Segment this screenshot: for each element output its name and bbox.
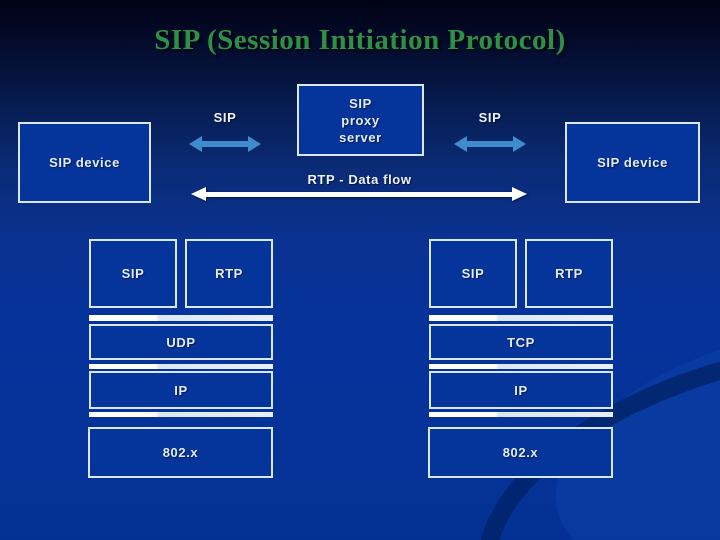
protocol-stack-right: SIP RTP TCP IP 802.x	[428, 239, 613, 478]
stack-left-udp-box: UDP	[89, 324, 273, 360]
divider-bar	[89, 315, 273, 321]
stack-right-rtp-label: RTP	[555, 266, 583, 281]
stack-right-802x-label: 802.x	[502, 445, 539, 460]
stack-left-rtp-label: RTP	[215, 266, 243, 281]
arrow-head-icon	[454, 136, 467, 152]
sip-arrow-right-icon	[454, 136, 526, 152]
arrow-head-icon	[191, 187, 206, 201]
stack-right-802x-box: 802.x	[428, 427, 613, 478]
protocol-stack-left: SIP RTP UDP IP 802.x	[88, 239, 273, 478]
stack-right-ip-box: IP	[429, 371, 613, 409]
sip-arrow-left-icon	[189, 136, 261, 152]
arrow-shaft	[206, 191, 512, 197]
stack-right-rtp-box: RTP	[525, 239, 613, 308]
divider-bar	[429, 364, 613, 369]
stack-left-udp-label: UDP	[166, 334, 196, 350]
page-title: SIP (Session Initiation Protocol)	[154, 24, 566, 56]
stack-left-sip-label: SIP	[121, 266, 145, 281]
sip-device-right-box: SIP device	[565, 122, 700, 203]
divider-bar	[429, 412, 613, 417]
rtp-data-flow-arrow-icon	[191, 187, 527, 201]
stack-right-tcp-box: TCP	[429, 324, 613, 360]
stack-left-ip-box: IP	[89, 371, 273, 409]
stack-left-sip-box: SIP	[89, 239, 177, 308]
stack-left-rtp-box: RTP	[185, 239, 273, 308]
arrow-head-icon	[512, 187, 527, 201]
stack-left-ip-label: IP	[174, 382, 188, 398]
divider-bar	[429, 315, 613, 321]
arrow-head-icon	[248, 136, 261, 152]
sip-proxy-server-label: SIP proxy server	[339, 95, 382, 145]
stack-left-802x-label: 802.x	[162, 445, 199, 460]
rtp-data-flow-label: RTP - Data flow	[307, 172, 412, 187]
sip-proxy-server-box: SIP proxy server	[297, 84, 424, 156]
sip-device-right-label: SIP device	[597, 155, 668, 170]
stack-right-sip-label: SIP	[461, 266, 485, 281]
stack-right-sip-box: SIP	[429, 239, 517, 308]
sip-link-right-label: SIP	[478, 110, 502, 125]
arrow-shaft	[202, 141, 248, 147]
sip-link-left-label: SIP	[213, 110, 237, 125]
divider-bar	[89, 364, 273, 369]
sip-device-left-box: SIP device	[18, 122, 151, 203]
arrow-shaft	[467, 141, 513, 147]
arrow-head-icon	[513, 136, 526, 152]
stack-right-tcp-label: TCP	[507, 334, 535, 350]
arrow-head-icon	[189, 136, 202, 152]
sip-device-left-label: SIP device	[49, 155, 120, 170]
stack-right-ip-label: IP	[514, 382, 528, 398]
divider-bar	[89, 412, 273, 417]
stack-left-802x-box: 802.x	[88, 427, 273, 478]
